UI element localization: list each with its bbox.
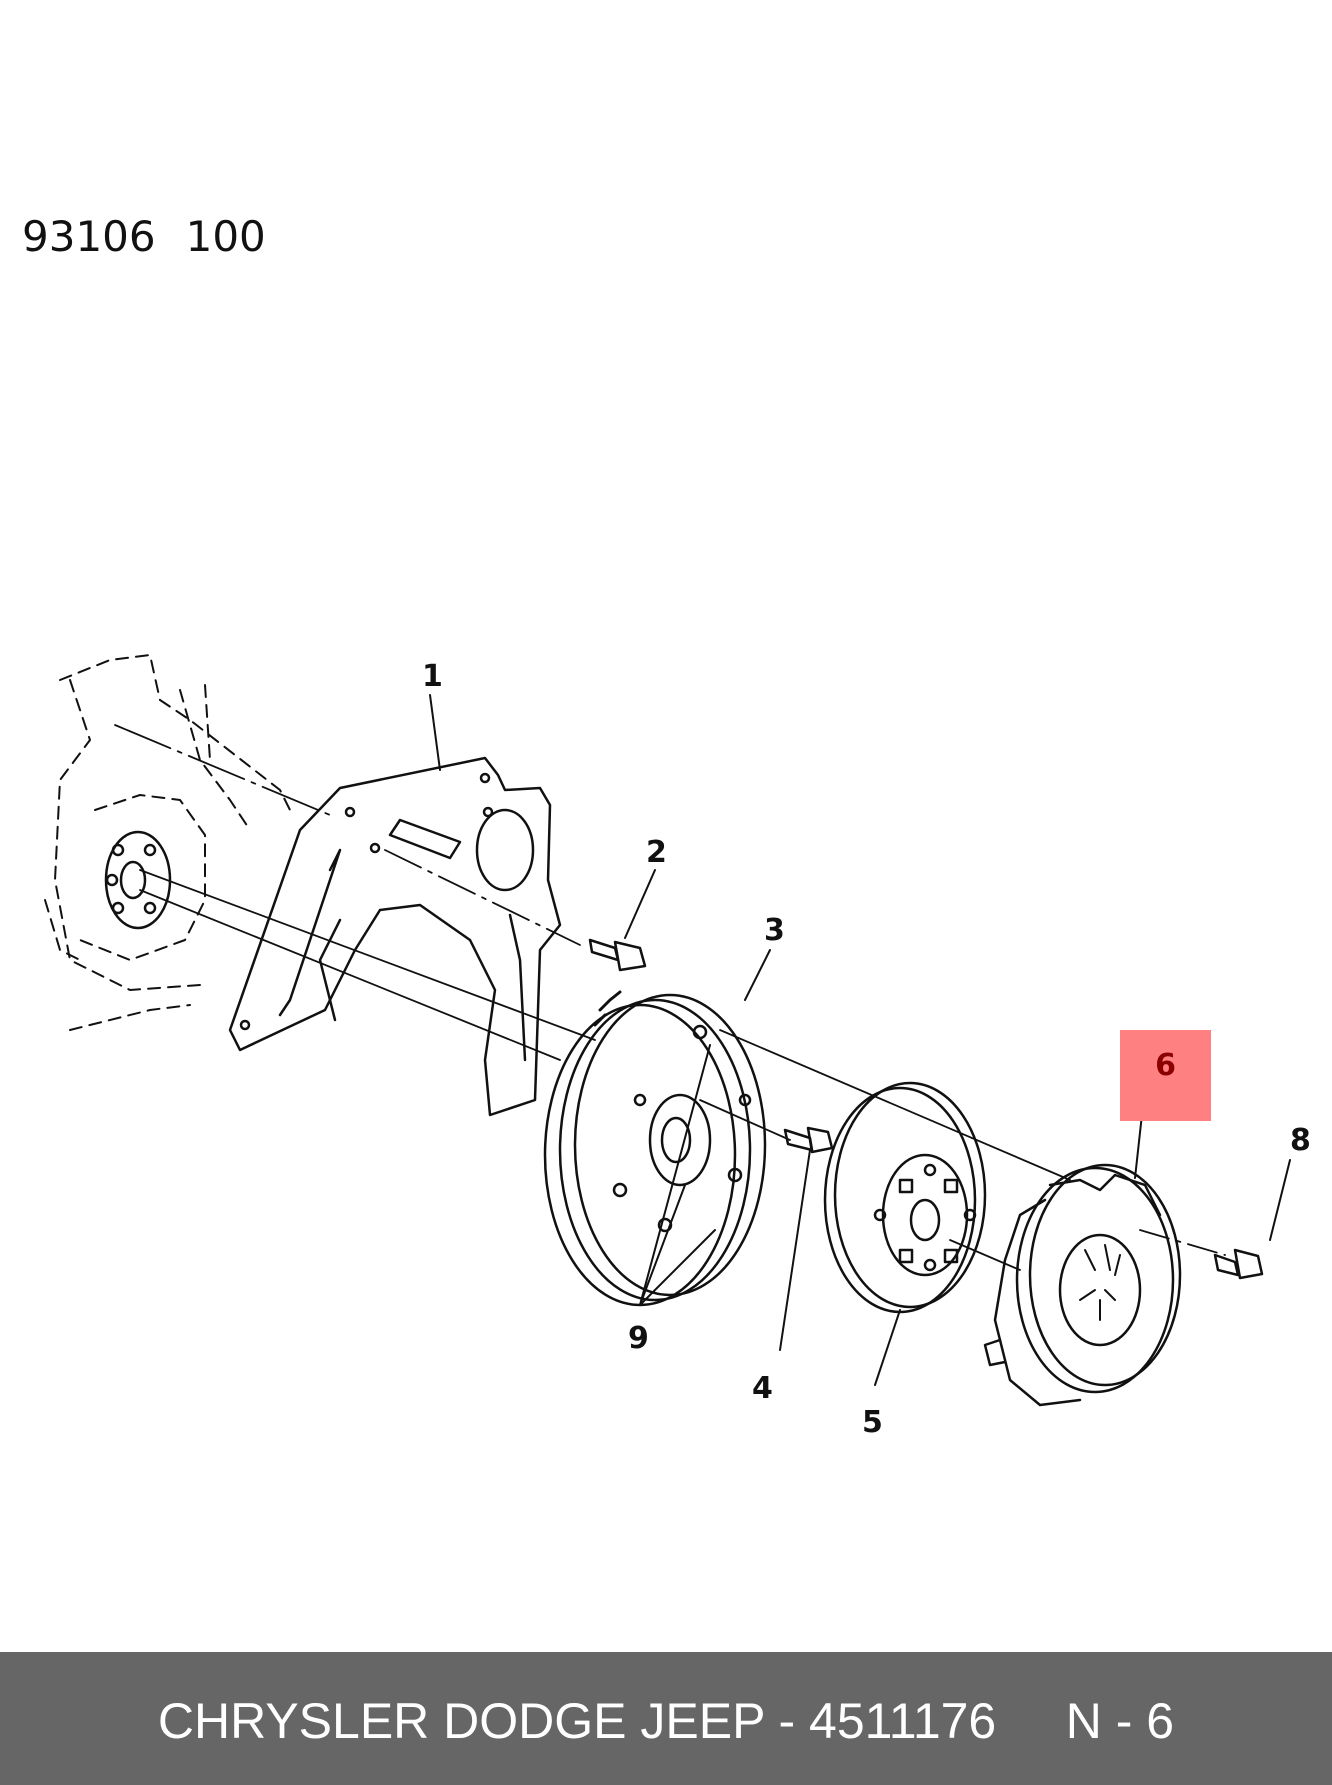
callout-9: 9	[628, 1321, 649, 1356]
diagram-code-left: 93106	[22, 212, 156, 261]
callout-8: 8	[1290, 1123, 1311, 1158]
callout-5: 5	[862, 1405, 883, 1440]
footer-text: CHRYSLER DODGE JEEP - 4511176 N - 6	[0, 1692, 1332, 1750]
bolt-part-4	[783, 1126, 834, 1154]
crank-hub	[104, 830, 172, 930]
callout-4: 4	[752, 1371, 773, 1406]
diagram-code-right: 100	[185, 212, 266, 261]
callout-numbers: 1 2 3 4 5 8 9	[422, 659, 1311, 1440]
clutch-disc	[823, 1081, 987, 1314]
footer-bar: CHRYSLER DODGE JEEP - 4511176 N - 6	[0, 1652, 1332, 1785]
callout-6: 6	[1155, 1048, 1176, 1083]
engine-block-outline	[44, 654, 291, 1031]
footer-brand: CHRYSLER DODGE JEEP - 4511176	[157, 1693, 997, 1749]
callout-3: 3	[764, 913, 785, 948]
footer-page: N - 6	[1065, 1693, 1175, 1749]
parts-diagram: 1 2 3 4 5 8 9	[44, 654, 1311, 1440]
adapter-plate	[228, 756, 562, 1117]
callout-1: 1	[422, 659, 443, 694]
flywheel	[543, 990, 767, 1307]
bolt-part-8	[1213, 1248, 1264, 1280]
highlighted-part-marker	[1120, 1030, 1211, 1121]
callout-2: 2	[646, 835, 667, 870]
bolt-part-2	[588, 938, 647, 972]
pressure-plate	[983, 1163, 1182, 1407]
diagram-code: 93106 100	[22, 212, 266, 261]
